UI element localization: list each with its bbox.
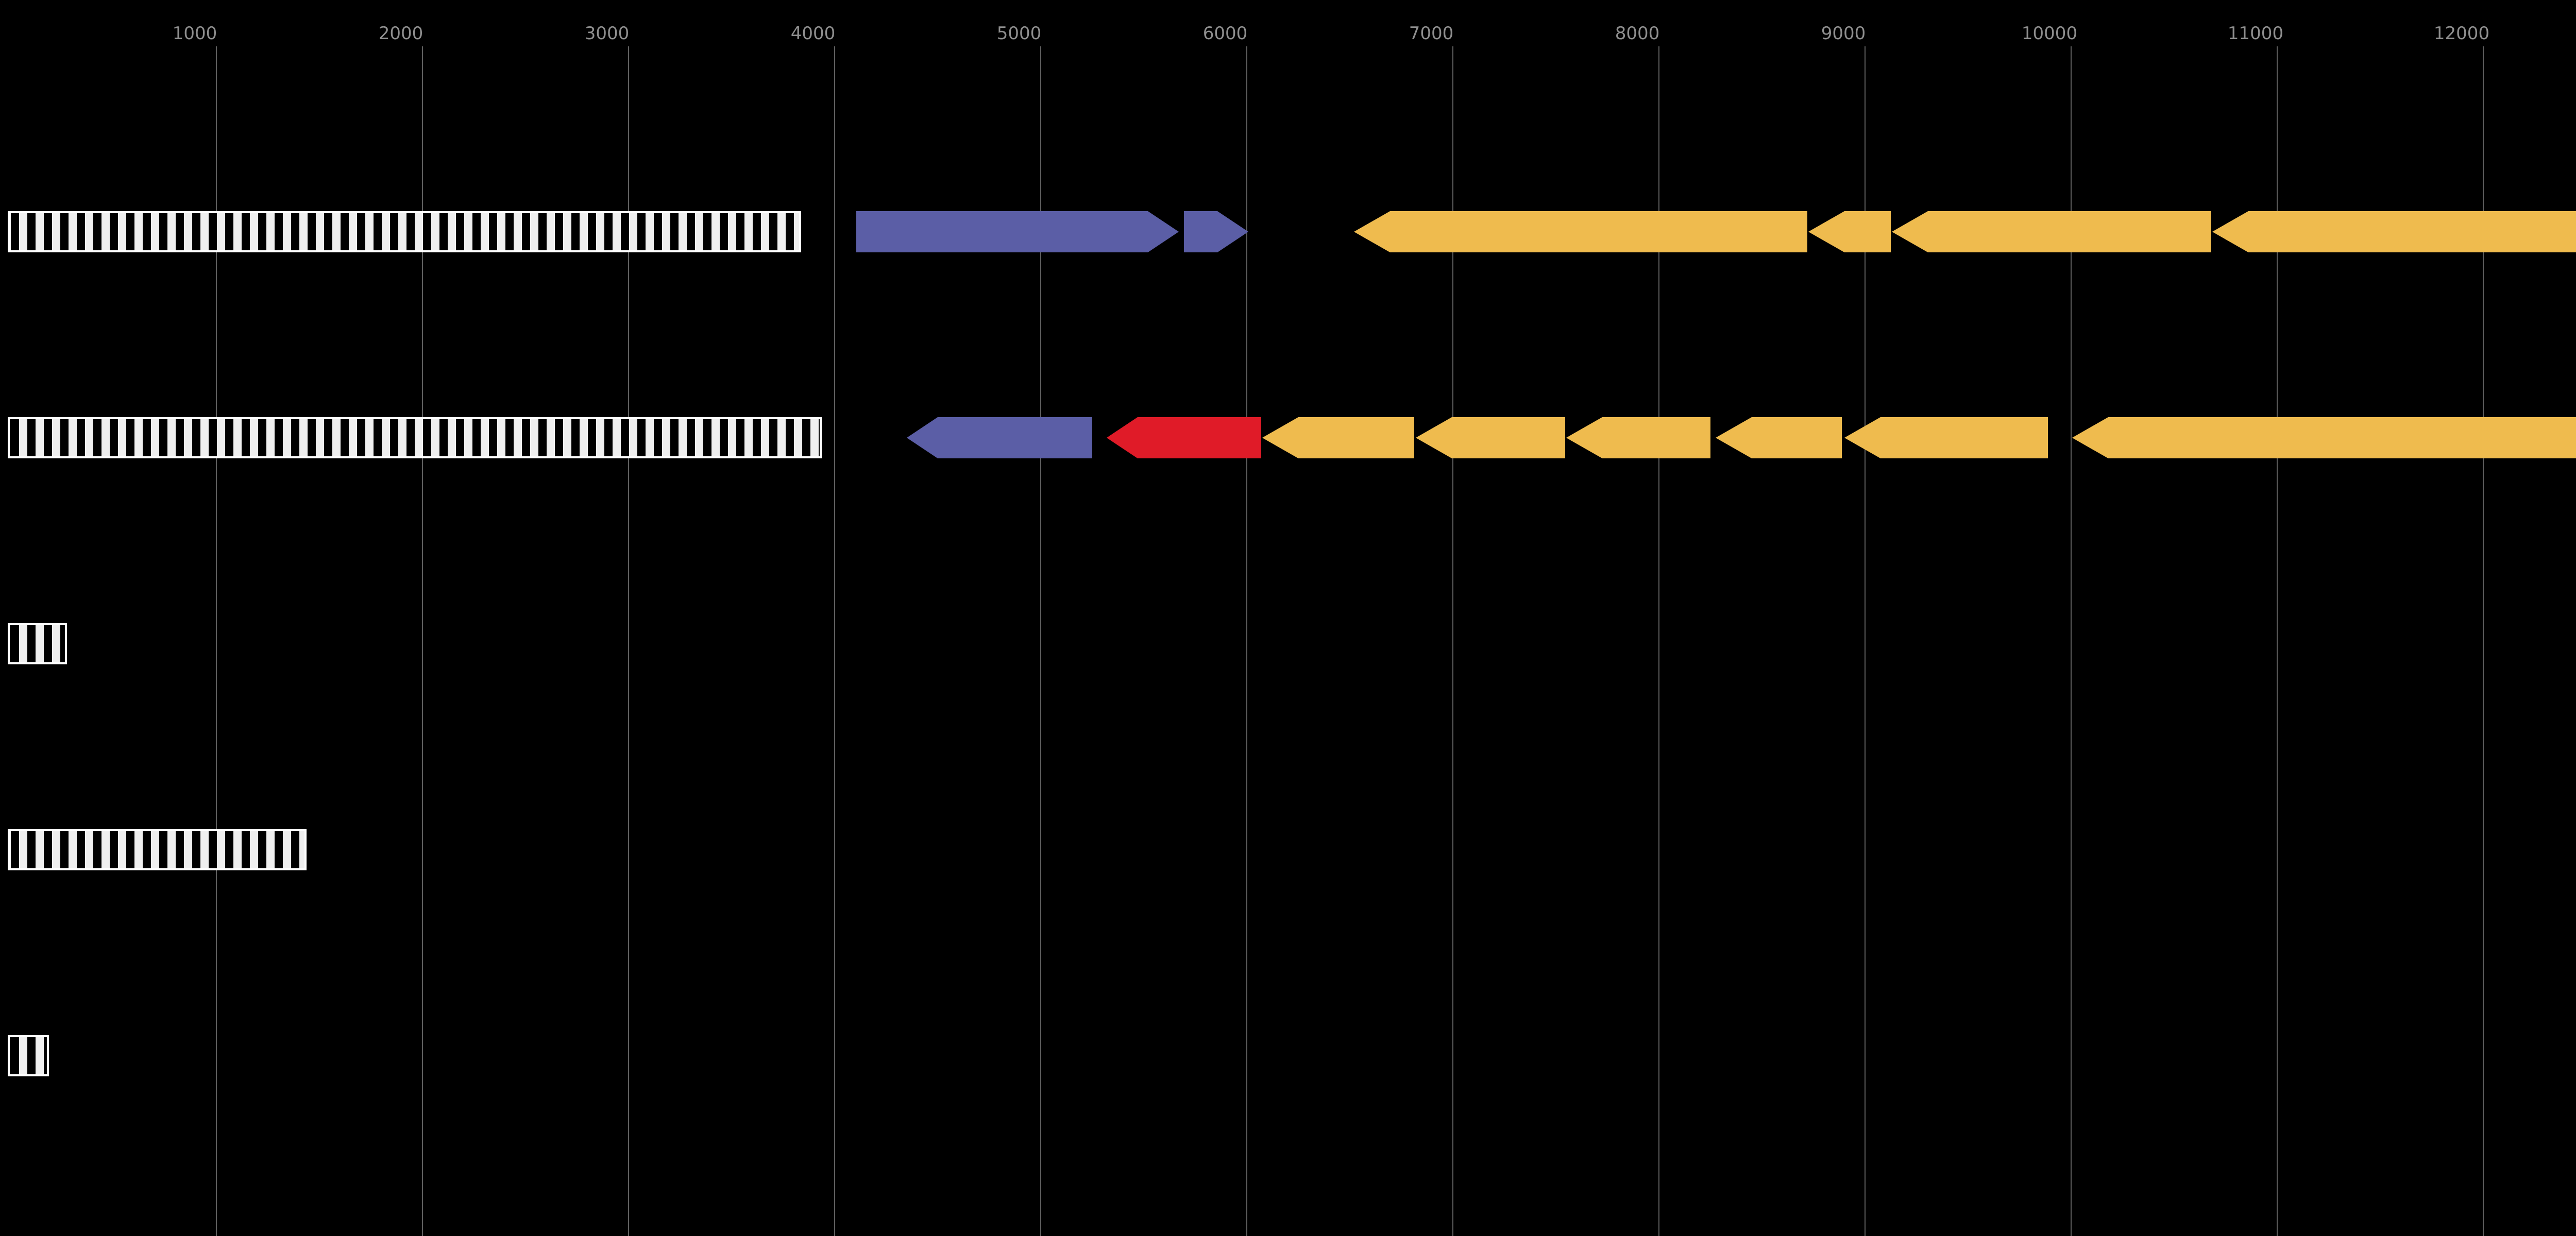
feature-shape <box>2072 417 2576 458</box>
feature-arrow[interactable] <box>1892 211 2211 252</box>
feature-arrow[interactable] <box>1354 211 1807 252</box>
feature-arrow[interactable] <box>1262 417 1414 458</box>
track-1[interactable] <box>0 211 2576 252</box>
feature-polygon <box>1122 211 1179 252</box>
feature-polygon <box>2212 211 2576 252</box>
track-4[interactable] <box>0 829 2576 870</box>
feature-shape <box>1122 211 1179 252</box>
track-label-block[interactable] <box>8 211 801 252</box>
feature-polygon <box>1844 417 2048 458</box>
feature-shape <box>1416 417 1565 458</box>
feature-polygon <box>1566 417 1710 458</box>
track-label-block[interactable] <box>8 623 67 664</box>
feature-arrow[interactable] <box>1844 417 2048 458</box>
feature-arrow[interactable] <box>907 417 1092 458</box>
track-2[interactable] <box>0 417 2576 458</box>
track-3[interactable] <box>0 623 2576 664</box>
feature-polygon <box>1354 211 1807 252</box>
feature-shape <box>1566 417 1710 458</box>
track-label-block[interactable] <box>8 417 822 458</box>
feature-arrow[interactable] <box>1107 417 1261 458</box>
feature-shape <box>1262 417 1414 458</box>
feature-shape <box>1184 211 1248 252</box>
feature-polygon <box>907 417 1092 458</box>
track-label-block[interactable] <box>8 829 307 870</box>
feature-arrow[interactable] <box>1716 417 1842 458</box>
feature-shape <box>856 211 1122 252</box>
feature-polygon <box>1262 417 1414 458</box>
feature-arrow[interactable] <box>1122 211 1179 252</box>
feature-polygon <box>1107 417 1261 458</box>
feature-shape <box>1354 211 1807 252</box>
feature-polygon <box>1416 417 1565 458</box>
feature-arrow[interactable] <box>1184 211 1248 252</box>
feature-shape <box>907 417 1092 458</box>
track-label-block[interactable] <box>8 1035 49 1076</box>
feature-polygon <box>856 211 1122 252</box>
feature-shape <box>2212 211 2576 252</box>
feature-arrow[interactable] <box>2212 211 2576 252</box>
feature-arrow[interactable] <box>856 211 1122 252</box>
feature-polygon <box>1892 211 2211 252</box>
feature-arrow[interactable] <box>1416 417 1565 458</box>
feature-shape <box>1716 417 1842 458</box>
feature-polygon <box>1808 211 1891 252</box>
feature-shape <box>1107 417 1261 458</box>
feature-polygon <box>1716 417 1842 458</box>
feature-arrow[interactable] <box>2072 417 2576 458</box>
track-5[interactable] <box>0 1035 2576 1076</box>
feature-arrow[interactable] <box>1566 417 1710 458</box>
feature-polygon <box>1184 211 1248 252</box>
feature-arrow[interactable] <box>1808 211 1891 252</box>
feature-shape <box>1892 211 2211 252</box>
feature-polygon <box>2072 417 2576 458</box>
feature-shape <box>1808 211 1891 252</box>
feature-shape <box>1844 417 2048 458</box>
